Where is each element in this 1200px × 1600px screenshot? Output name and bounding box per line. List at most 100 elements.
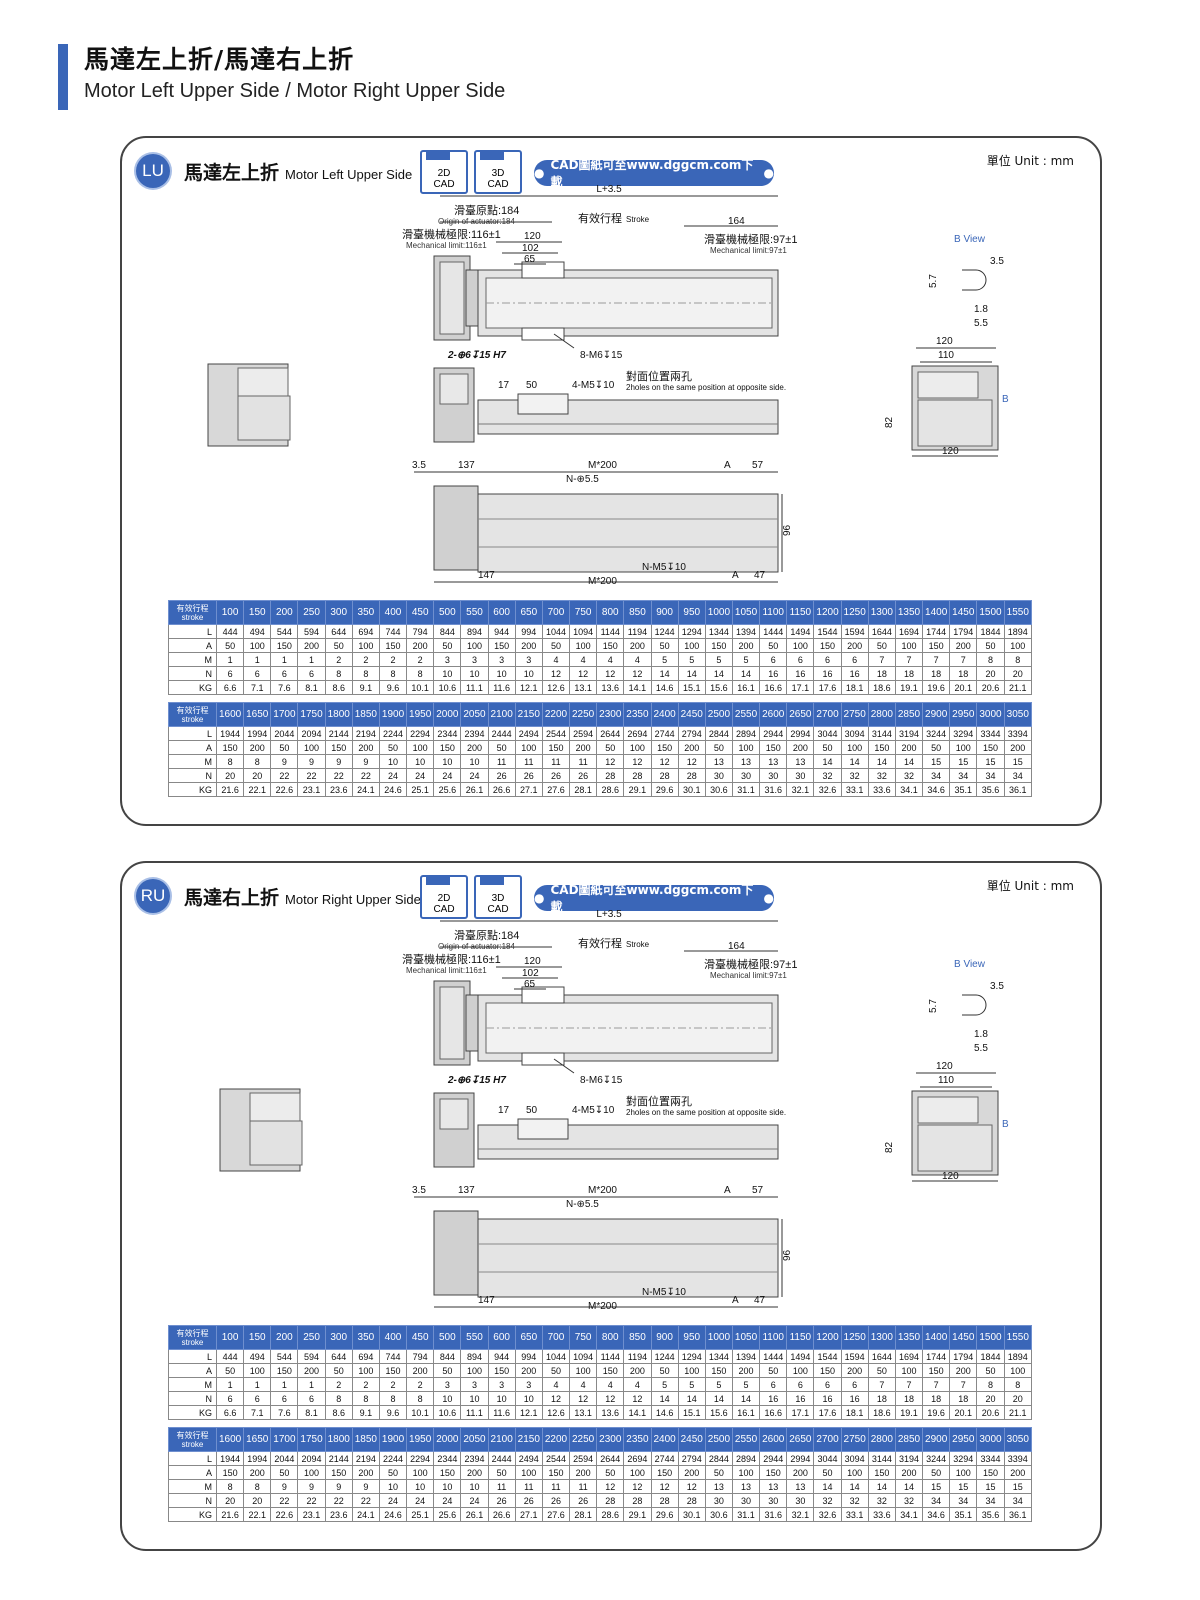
table-cell: 3394	[1003, 726, 1033, 741]
stroke-value: 2700	[813, 702, 842, 727]
row-label: L	[168, 1451, 217, 1466]
table-cell: 14.1	[623, 680, 652, 695]
table-cell: 894	[460, 1349, 489, 1364]
table-cell: 8	[976, 1377, 1005, 1392]
table-cell: 1544	[813, 624, 842, 639]
table-cell: 50	[813, 740, 842, 755]
table-cell: 8.1	[297, 680, 326, 695]
table-cell: 2044	[270, 726, 299, 741]
svg-text:5.5: 5.5	[974, 318, 988, 329]
table-cell: 2394	[460, 726, 489, 741]
table-cell: 200	[677, 1465, 706, 1480]
page-title: 馬達左上折/馬達右上折	[84, 45, 355, 74]
row-label: L	[168, 726, 217, 741]
table-cell: 150	[270, 638, 299, 653]
table-cell: 18	[949, 1391, 978, 1406]
table-cell: 150	[541, 1465, 571, 1480]
table-cell: 12.6	[541, 1405, 571, 1420]
table-cell: 26.1	[460, 782, 489, 797]
table-cell: 2794	[677, 1451, 706, 1466]
table-cell: 200	[406, 1363, 435, 1378]
table-cell: 18	[922, 666, 951, 681]
table-cell: 944	[487, 624, 516, 639]
table-cell: 2494	[514, 726, 543, 741]
table-cell: 2994	[786, 726, 815, 741]
table-cell: 32	[894, 1493, 924, 1508]
table-cell: 6	[759, 652, 788, 667]
table-cell: 20	[215, 1493, 245, 1508]
stroke-value: 550	[460, 600, 489, 625]
table-cell: 2644	[596, 726, 625, 741]
table-cell: 36.1	[1003, 782, 1033, 797]
table-cell: 17.6	[813, 680, 842, 695]
table-cell: 3094	[840, 726, 869, 741]
table-cell: 20	[1003, 1391, 1033, 1406]
table-cell: 5	[650, 1377, 679, 1392]
stroke-value: 150	[243, 1325, 272, 1350]
cad-download-link[interactable]: ● CAD圖紙可至www.dggcm.com下載 ●	[534, 883, 774, 914]
table-cell: 50	[270, 740, 299, 755]
svg-text:有效行程: 有效行程	[578, 936, 622, 950]
table-cell: 2844	[704, 1451, 733, 1466]
stroke-value: 1850	[351, 1427, 380, 1452]
table-cell: 7	[867, 1377, 896, 1392]
table-cell: 150	[324, 740, 353, 755]
table-cell: 544	[270, 624, 299, 639]
table-cell: 200	[514, 638, 543, 653]
table-cell: 1744	[922, 624, 951, 639]
stroke-value: 1300	[867, 1325, 896, 1350]
stroke-value: 2450	[677, 1427, 706, 1452]
table-cell: 30.1	[677, 782, 706, 797]
svg-text:N-⊕5.5: N-⊕5.5	[566, 474, 599, 485]
table-cell: 31.6	[759, 1507, 788, 1522]
svg-text:滑臺機械極限:116±1: 滑臺機械極限:116±1	[402, 227, 501, 241]
svg-text:82: 82	[884, 416, 895, 428]
table-cell: 32.6	[813, 1507, 842, 1522]
table-cell: 6	[786, 1377, 815, 1392]
panel-title-en: Motor Right Upper Side	[285, 892, 421, 907]
stroke-value: 1800	[324, 702, 353, 727]
table-cell: 2944	[759, 726, 788, 741]
stroke-value: 1200	[813, 600, 842, 625]
table-cell: 50	[976, 1363, 1005, 1378]
table-cell: 200	[297, 1363, 326, 1378]
table-cell: 2594	[569, 1451, 598, 1466]
table-cell: 100	[623, 740, 652, 755]
table-cell: 50	[324, 1363, 353, 1378]
table-cell: 3044	[813, 1451, 842, 1466]
table-cell: 2194	[351, 1451, 380, 1466]
table-cell: 150	[922, 638, 951, 653]
table-cell: 1644	[867, 1349, 896, 1364]
table-cell: 33.1	[840, 1507, 869, 1522]
table-cell: 150	[215, 1465, 245, 1480]
table-cell: 50	[433, 1363, 462, 1378]
stroke-value: 3000	[976, 702, 1005, 727]
row-label: KG	[168, 782, 217, 797]
table-cell: 150	[650, 1465, 679, 1480]
table-cell: 1844	[976, 624, 1005, 639]
table-cell: 2	[378, 652, 408, 667]
end-view-small	[207, 363, 291, 447]
cad-3d-line1: 3D	[482, 893, 514, 904]
table-cell: 2744	[650, 1451, 679, 1466]
table-cell: 100	[786, 638, 815, 653]
table-cell: 8	[215, 754, 245, 769]
table-cell: 16	[813, 1391, 842, 1406]
svg-text:Mechanical limit:97±1: Mechanical limit:97±1	[710, 246, 787, 255]
cad-download-link[interactable]: ● CAD圖紙可至www.dggcm.com下載 ●	[534, 158, 774, 189]
table-cell: 20	[976, 1391, 1005, 1406]
table-cell: 12.1	[514, 680, 543, 695]
svg-text:A: A	[724, 460, 731, 471]
table-cell: 694	[351, 1349, 380, 1364]
table-cell: 1	[215, 1377, 245, 1392]
svg-text:滑臺機械極限:97±1: 滑臺機械極限:97±1	[704, 957, 797, 971]
stroke-value: 2150	[514, 1427, 543, 1452]
row-label: KG	[168, 1507, 217, 1522]
table-cell: 50	[433, 638, 462, 653]
table-cell: 26.6	[487, 782, 516, 797]
